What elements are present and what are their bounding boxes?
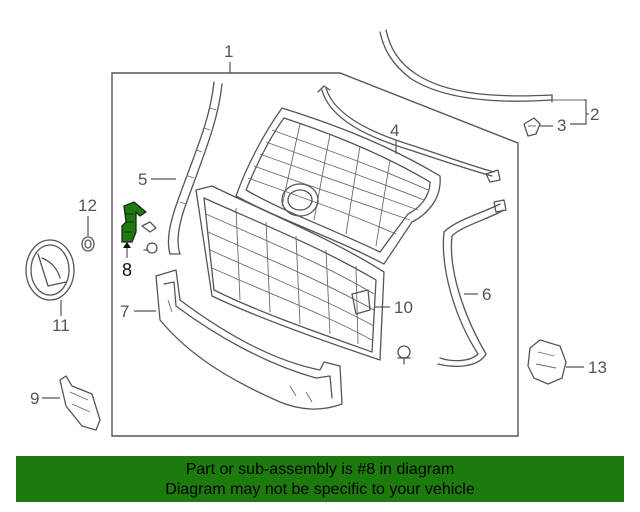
leader-8-arrow [123, 242, 131, 248]
part-11-emblem[interactable] [25, 239, 75, 301]
part-7-lower-bracket[interactable] [155, 269, 343, 410]
screw-fastener-center [397, 345, 411, 365]
part-10-lower-grille[interactable] [195, 185, 385, 361]
callout-6[interactable]: 6 [482, 285, 491, 304]
part-5-side-molding[interactable] [167, 81, 223, 255]
parts-diagram: 1 2 3 4 5 [25, 29, 607, 437]
screw-fastener-left [143, 242, 158, 254]
part-3-clip[interactable] [523, 117, 541, 137]
callout-1[interactable]: 1 [224, 42, 233, 61]
assembly-panel-outline [111, 72, 519, 437]
callout-10[interactable]: 10 [394, 298, 413, 317]
callout-4[interactable]: 4 [390, 121, 399, 140]
upper-grille[interactable] [235, 107, 441, 265]
banner-line-1: Part or sub-assembly is #8 in diagram [185, 461, 455, 478]
callout-5[interactable]: 5 [138, 170, 147, 189]
callout-9[interactable]: 9 [30, 389, 39, 408]
leader-2 [570, 99, 587, 125]
callout-3[interactable]: 3 [557, 116, 566, 135]
info-banner: Part or sub-assembly is #8 in diagram Di… [16, 456, 624, 502]
clip-left-small [141, 221, 157, 233]
callout-12[interactable]: 12 [78, 196, 97, 215]
banner-line-2: Diagram may not be specific to your vehi… [165, 481, 475, 498]
callout-13[interactable]: 13 [588, 358, 607, 377]
callout-2[interactable]: 2 [590, 105, 599, 124]
part-6-side-strip[interactable] [437, 199, 507, 367]
part-12-washer[interactable] [81, 236, 95, 252]
part-2-upper-molding[interactable] [379, 29, 584, 103]
part-4-grille-molding[interactable] [317, 85, 501, 183]
callout-8[interactable]: 8 [122, 260, 132, 280]
part-9-small-bracket[interactable] [59, 375, 101, 431]
part-13-corner-bracket[interactable] [527, 339, 567, 385]
callout-11[interactable]: 11 [52, 316, 70, 335]
callout-7[interactable]: 7 [120, 302, 129, 321]
part-8-bracket-highlighted[interactable] [121, 201, 147, 243]
